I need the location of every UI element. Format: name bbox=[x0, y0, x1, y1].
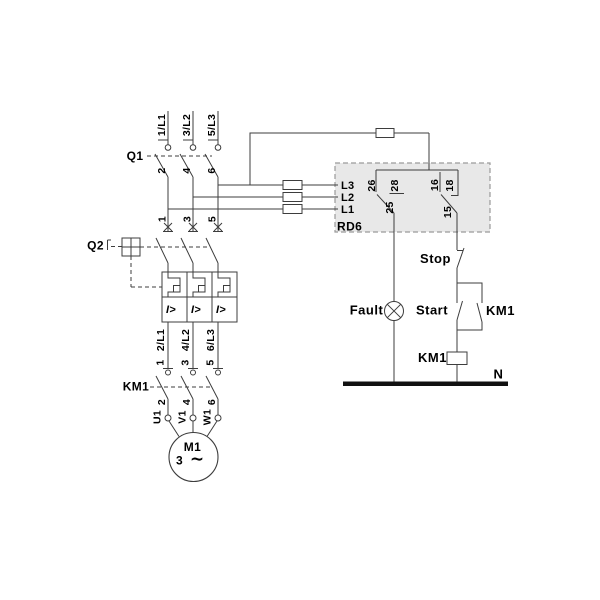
label-fault: Fault bbox=[350, 303, 384, 318]
motor-terminal-w1: W1 bbox=[202, 409, 214, 425]
stop-button-symbol bbox=[456, 247, 465, 303]
km1-terminal-3: 3 bbox=[180, 359, 192, 365]
q1-terminal-2: 2 bbox=[156, 167, 168, 173]
control-supply-line bbox=[249, 132, 430, 185]
magnetic-trip-symbol: I> bbox=[166, 304, 176, 316]
km1-terminal-2: 2 bbox=[156, 399, 168, 405]
relay-terminal-26: 26 bbox=[366, 179, 378, 191]
km1-contact-icon bbox=[165, 369, 171, 376]
rd6-internal-contacts bbox=[375, 169, 459, 302]
motor-terminal-icon bbox=[214, 414, 222, 422]
supply-tap-lines bbox=[168, 128, 430, 214]
motor-terminal-icon bbox=[164, 414, 172, 422]
label-km1-coil: KM1 bbox=[418, 350, 447, 365]
label-m1: M1 bbox=[184, 440, 201, 454]
control-circuit bbox=[343, 247, 508, 386]
disconnect-terminals bbox=[163, 222, 223, 232]
km1-contact-icon bbox=[190, 369, 196, 376]
km1-terminal-1: 1 bbox=[155, 359, 167, 365]
disconnect-terminal-5: 5 bbox=[207, 216, 219, 222]
motor-terminal-u1: U1 bbox=[152, 410, 164, 424]
disconnect-terminal-1: 1 bbox=[157, 216, 169, 222]
relay-terminal-28: 28 bbox=[389, 179, 401, 191]
motor bbox=[164, 414, 222, 483]
q1-terminal-3l2: 3/L2 bbox=[181, 114, 193, 136]
motor-phase-count: 3 bbox=[176, 454, 183, 468]
fuse-icon bbox=[282, 204, 303, 214]
label-stop: Stop bbox=[420, 251, 451, 266]
relay-input-l1: L1 bbox=[341, 204, 354, 216]
label-q1: Q1 bbox=[127, 149, 144, 163]
label-neutral: N bbox=[494, 367, 504, 382]
overload-terminal-2l1: 2/L1 bbox=[155, 329, 167, 351]
q1-contact-icon bbox=[214, 144, 222, 151]
motor-terminal-icon bbox=[189, 414, 197, 422]
q1-terminal-6: 6 bbox=[206, 167, 218, 173]
thermal-element-icon bbox=[217, 272, 231, 297]
disconnect-terminal-3: 3 bbox=[182, 216, 194, 222]
neutral-bus-bar bbox=[343, 381, 508, 386]
relay-terminal-18: 18 bbox=[444, 179, 456, 191]
relay-input-l3: L3 bbox=[341, 180, 354, 192]
fuse-icon bbox=[282, 192, 303, 202]
magnetic-trip-symbol: I> bbox=[216, 304, 226, 316]
km1-contactor bbox=[150, 322, 223, 415]
motor-circle-icon bbox=[168, 431, 219, 483]
labels: Q1 1/L1 3/L2 5/L3 2 4 6 1 3 5 Q2 I> I> I… bbox=[87, 114, 515, 469]
km1-contact-icon bbox=[215, 369, 221, 376]
q2-switch bbox=[107, 237, 219, 288]
km1-terminal-4: 4 bbox=[181, 399, 193, 405]
magnetic-trip-symbol: I> bbox=[191, 304, 201, 316]
relay-terminal-25: 25 bbox=[384, 201, 396, 213]
relay-terminal-15: 15 bbox=[442, 206, 454, 218]
km1-coil-symbol bbox=[446, 351, 468, 365]
relay-input-l2: L2 bbox=[341, 192, 354, 204]
q1-breaker bbox=[147, 111, 222, 232]
overload-terminal-6l3: 6/L3 bbox=[205, 329, 217, 351]
fault-lamp-cross bbox=[386, 303, 402, 319]
thermal-element-icon bbox=[192, 272, 206, 297]
relay-name: RD6 bbox=[337, 220, 362, 234]
km1-aux-contact-symbol bbox=[457, 302, 483, 331]
km1-terminal-5: 5 bbox=[205, 359, 217, 365]
q1-contact-icon bbox=[189, 144, 197, 151]
q1-terminal-1l1: 1/L1 bbox=[156, 114, 168, 136]
q1-contact-icon bbox=[164, 144, 172, 151]
q1-terminal-5l3: 5/L3 bbox=[206, 114, 218, 136]
label-q2: Q2 bbox=[87, 239, 104, 253]
thermal-overload-block bbox=[161, 271, 238, 323]
label-km1-aux: KM1 bbox=[486, 303, 515, 318]
label-start: Start bbox=[416, 303, 448, 318]
fuse-icon bbox=[282, 180, 303, 190]
ac-wave-icon: ∼ bbox=[190, 450, 204, 469]
relay-terminal-16: 16 bbox=[429, 179, 441, 191]
q1-terminal-4: 4 bbox=[181, 167, 193, 173]
km1-terminal-6: 6 bbox=[206, 399, 218, 405]
thermal-element-icon bbox=[167, 272, 181, 297]
q2-trip-linkage-line bbox=[130, 256, 162, 288]
label-km1-main: KM1 bbox=[123, 380, 150, 394]
q2-actuator-icon bbox=[107, 239, 111, 250]
motor-terminal-v1: V1 bbox=[177, 410, 189, 423]
rd6-relay-box bbox=[334, 162, 491, 233]
q2-linkage-line bbox=[111, 246, 210, 248]
start-button-symbol bbox=[456, 300, 463, 352]
overload-terminal-4l2: 4/L2 bbox=[180, 329, 192, 351]
fuse-icon bbox=[375, 128, 395, 138]
